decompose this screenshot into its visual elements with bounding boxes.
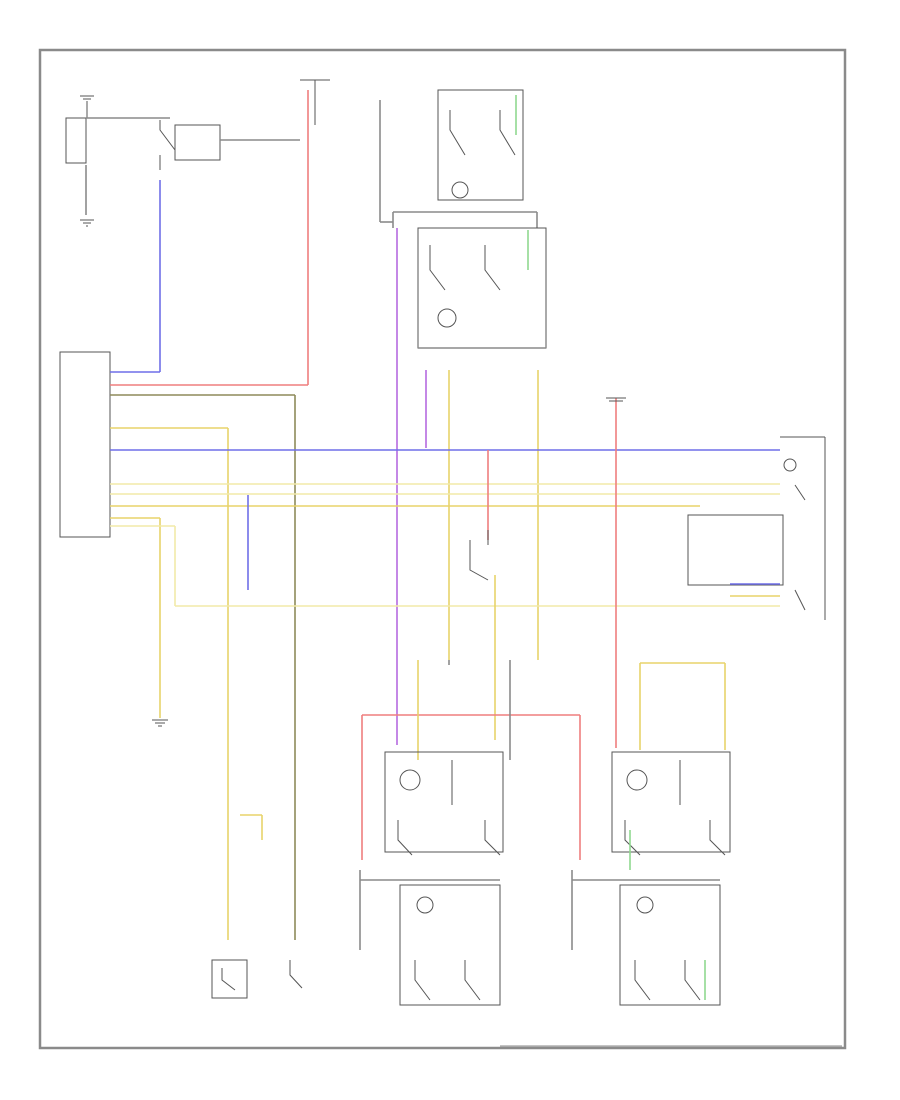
motor-icon	[451, 181, 469, 199]
left-control-module	[59, 351, 780, 940]
right-switch-housing-lower	[611, 751, 731, 853]
switch-icon	[159, 120, 176, 170]
switch-icon	[289, 960, 303, 989]
switch-icon	[429, 245, 501, 291]
switch-icon	[221, 968, 236, 991]
switch-icon	[414, 960, 481, 1001]
ground-icon	[80, 219, 94, 227]
left-front-switch	[211, 959, 248, 999]
ground-icon	[606, 397, 626, 402]
switch-icon	[449, 110, 516, 156]
right-lower-housing	[619, 884, 721, 1006]
switch-icon	[469, 530, 489, 581]
bottom-left-switches	[211, 814, 303, 999]
fuse-box	[65, 117, 87, 164]
control-module-housing	[59, 351, 111, 538]
diagram-frame	[38, 48, 847, 1050]
switch-icon	[397, 820, 501, 856]
switch-icon	[624, 820, 726, 856]
top-center-fuse	[300, 79, 393, 385]
motor-icon	[626, 769, 648, 791]
motor-housing	[437, 89, 524, 201]
switch-icon	[794, 484, 806, 611]
top-left-supply	[65, 95, 300, 372]
left-switch-housing	[384, 751, 504, 853]
connector-icon	[783, 458, 797, 472]
lower-right-motor-assembly	[571, 662, 731, 1006]
motor-icon	[416, 896, 434, 914]
motor-icon	[437, 308, 457, 328]
right-door-switch	[606, 397, 826, 748]
center-switch-module	[396, 227, 547, 745]
left-lower-housing	[399, 884, 501, 1006]
motor-icon	[399, 769, 421, 791]
top-motor-block	[392, 89, 538, 228]
center-switch-housing	[417, 227, 547, 349]
lower-left-motor-assembly	[359, 751, 504, 1006]
switch-icon	[634, 960, 701, 1001]
motor-icon	[636, 896, 654, 914]
ground-icon	[152, 719, 168, 727]
right-switch-housing	[687, 514, 784, 586]
ground-icon	[80, 95, 94, 103]
relay-box	[174, 124, 221, 161]
center-door-switch	[361, 450, 581, 860]
